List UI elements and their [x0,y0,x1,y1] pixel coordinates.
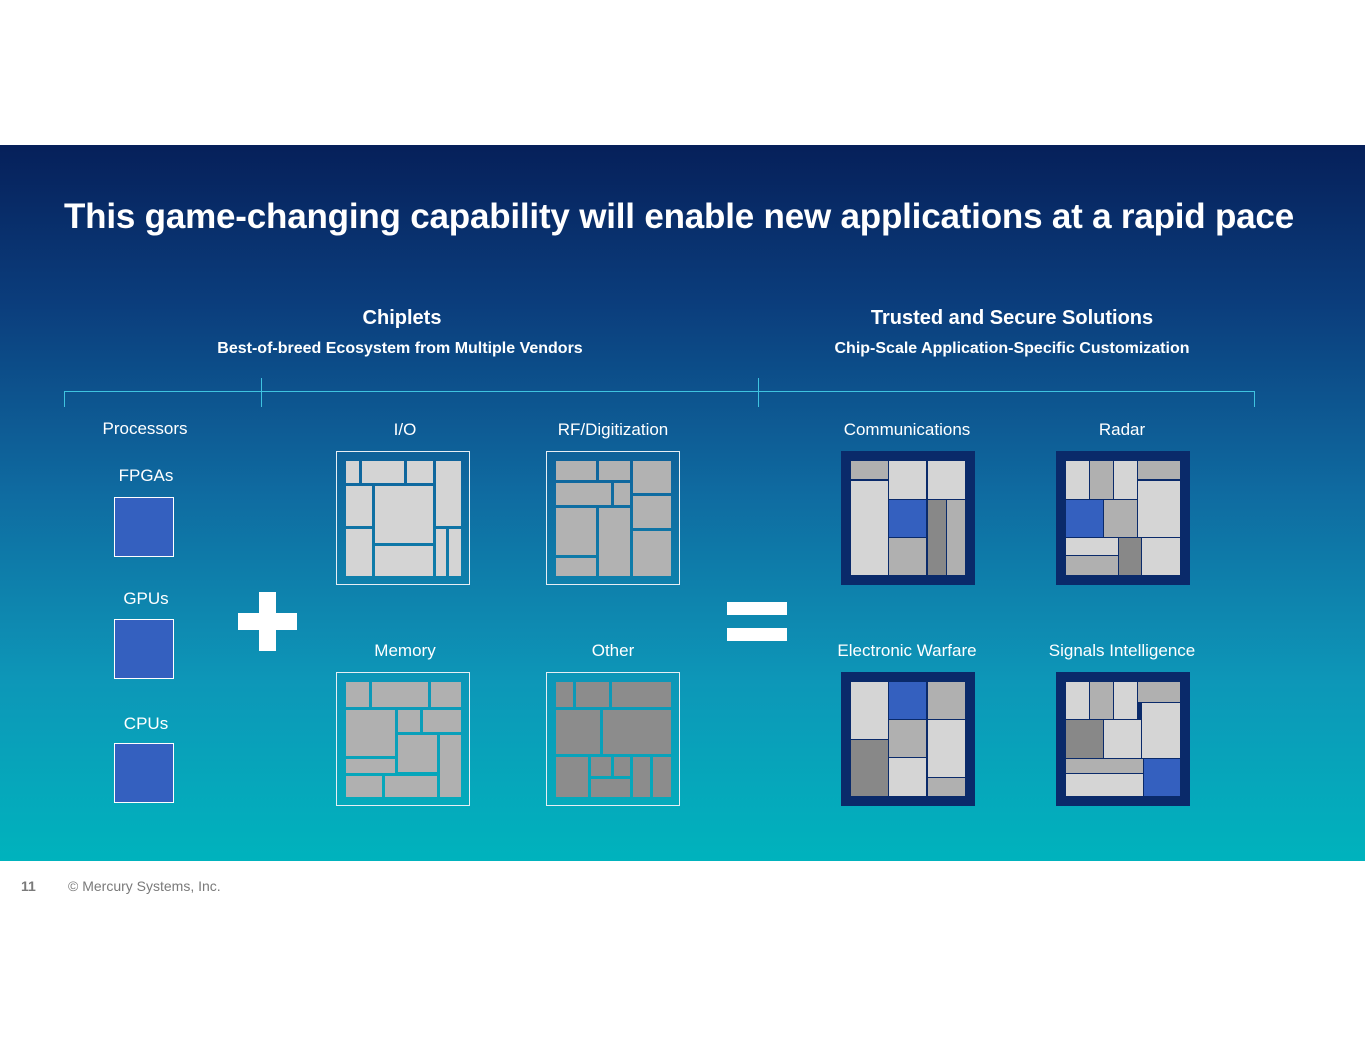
communications-solution-icon [841,451,975,585]
fpgas-label: FPGAs [118,466,174,485]
rf-digitization-label: RF/Digitization [557,420,669,439]
slide-title: This game-changing capability will enabl… [64,197,1294,236]
bracket-tick [1254,391,1255,407]
chiplets-heading: Chiplets [362,307,442,329]
other-label: Other [591,641,635,660]
gpu-chip-icon [114,619,174,679]
solutions-subheading: Chip-Scale Application-Specific Customiz… [834,340,1190,357]
processors-label: Processors [102,419,188,438]
memory-label: Memory [374,641,436,660]
electronic-warfare-label: Electronic Warfare [837,641,977,660]
signals-intelligence-label: Signals Intelligence [1048,641,1196,660]
signals-intelligence-solution-icon [1056,672,1190,806]
communications-label: Communications [843,420,971,439]
radar-label: Radar [1098,420,1146,439]
radar-solution-icon [1056,451,1190,585]
solutions-bracket [759,391,1255,392]
bracket-tick [758,378,759,407]
equals-icon [727,602,787,641]
slide-panel: This game-changing capability will enabl… [0,145,1365,861]
plus-icon [238,592,297,651]
electronic-warfare-solution-icon [841,672,975,806]
page-number: 11 [21,878,36,894]
copyright-text: © Mercury Systems, Inc. [68,878,221,894]
rf-digitization-chiplet-icon [546,451,680,585]
cpu-chip-icon [114,743,174,803]
memory-chiplet-icon [336,672,470,806]
chiplets-subheading: Best-of-breed Ecosystem from Multiple Ve… [217,340,583,357]
solutions-heading: Trusted and Secure Solutions [870,307,1154,329]
bracket-tick [261,378,262,407]
chiplets-bracket [64,391,759,392]
io-label: I/O [393,420,417,439]
cpus-label: CPUs [123,714,169,733]
other-chiplet-icon [546,672,680,806]
fpga-chip-icon [114,497,174,557]
bracket-tick [64,391,65,407]
io-chiplet-icon [336,451,470,585]
gpus-label: GPUs [123,589,169,608]
